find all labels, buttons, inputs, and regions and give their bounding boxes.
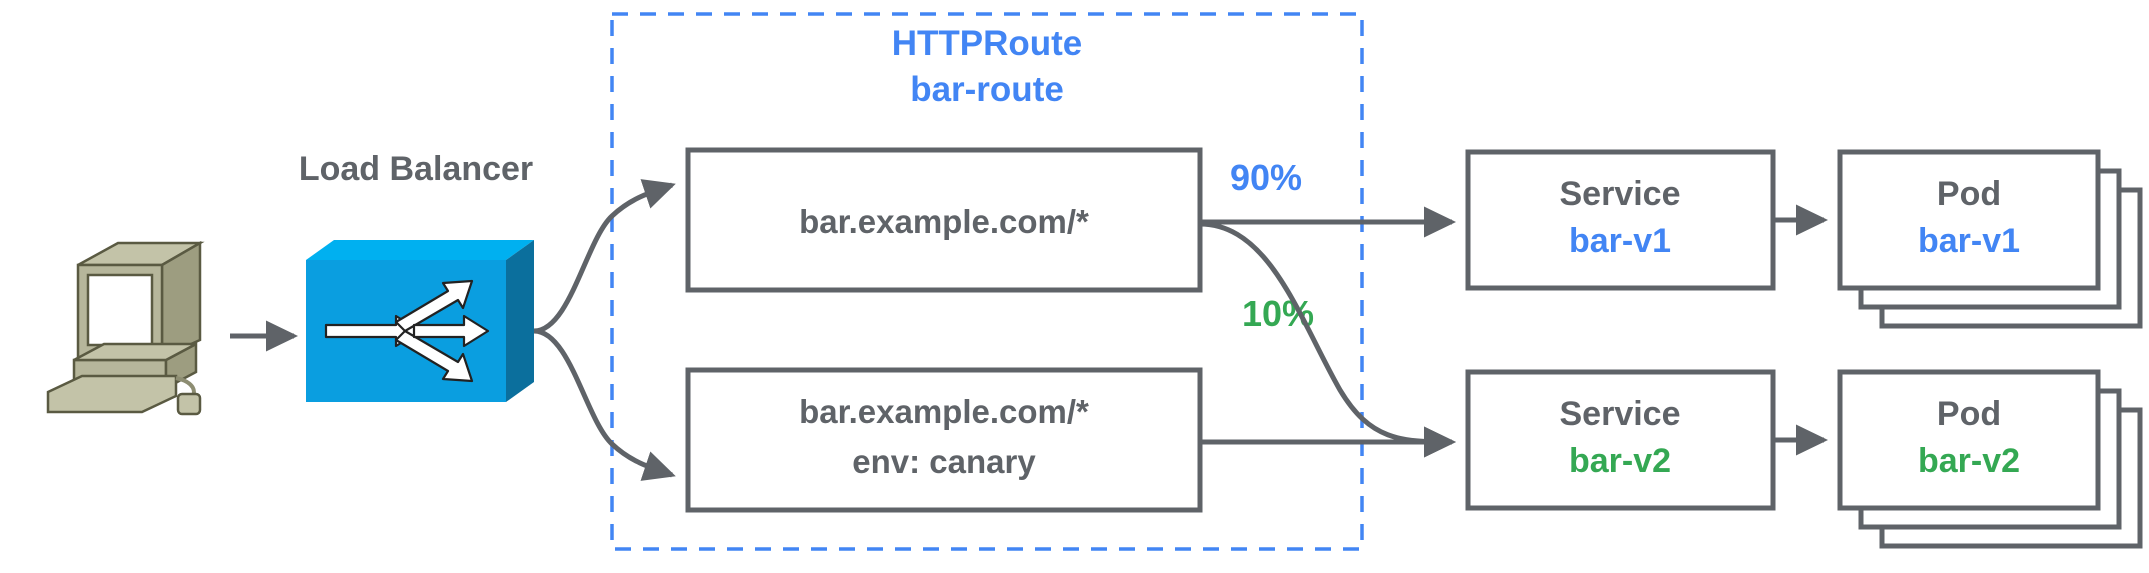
load-balancer-label: Load Balancer	[299, 150, 533, 188]
rule-top-line-1: bar.example.com/*	[799, 203, 1089, 240]
weight-label-90: 90%	[1230, 157, 1302, 198]
service-box-bar-v2[interactable]: Service bar-v2	[1465, 369, 1776, 511]
pod-v2-name: bar-v2	[1918, 442, 2020, 480]
httproute-name-label: bar-route	[910, 70, 1064, 109]
pod-v1-replica-1	[1837, 149, 2101, 291]
pod-stack-bar-v2[interactable]: Pod bar-v2	[1837, 369, 2143, 549]
rule-box-bottom[interactable]: bar.example.com/* env: canary	[685, 367, 1203, 513]
pod-v1-kind: Pod	[1937, 175, 2001, 213]
pod-v1-name: bar-v1	[1918, 222, 2020, 260]
pod-v2-kind: Pod	[1937, 395, 2001, 433]
rule-bottom-line-2: env: canary	[852, 443, 1036, 480]
desktop-computer-icon	[46, 240, 205, 416]
weight-label-10: 10%	[1242, 293, 1314, 334]
service-v1-kind: Service	[1560, 175, 1681, 213]
service-box-bar-v1[interactable]: Service bar-v1	[1465, 149, 1776, 291]
rule-box-top[interactable]: bar.example.com/*	[685, 147, 1203, 293]
edge-rule-top-to-service-v2	[1199, 221, 1457, 458]
service-v2-kind: Service	[1560, 395, 1681, 433]
pod-v2-replica-1	[1837, 369, 2101, 511]
edge-balancer-to-rule-top	[533, 179, 676, 334]
rule-bottom-line-1: bar.example.com/*	[799, 393, 1089, 430]
edge-balancer-to-rule-bottom	[533, 328, 676, 481]
httproute-kind-label: HTTPRoute	[892, 24, 1083, 63]
service-v2-name: bar-v2	[1569, 442, 1671, 480]
pod-stack-bar-v1[interactable]: Pod bar-v1	[1837, 149, 2143, 329]
load-balancer-switch-icon	[306, 240, 534, 402]
httproute-group-boundary	[610, 12, 1364, 551]
service-v1-name: bar-v1	[1569, 222, 1671, 260]
